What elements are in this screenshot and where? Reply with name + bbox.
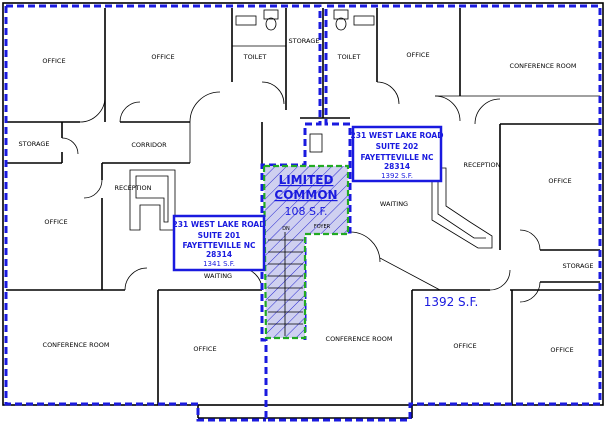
suite-boundaries xyxy=(4,4,602,422)
suite-201-sf: 1341 S.F. xyxy=(203,260,235,268)
room-reception-right: RECEPTION xyxy=(463,161,500,169)
room-office-1: OFFICE xyxy=(42,57,65,65)
common-label-line2: COMMON xyxy=(274,188,337,202)
room-conference-bottom-left: CONFERENCE ROOM xyxy=(43,341,110,349)
room-waiting-left: WAITING xyxy=(204,272,232,280)
foyer-label: FOYER xyxy=(314,224,331,230)
room-office-bottom-1: OFFICE xyxy=(193,345,216,353)
toilet-fixtures xyxy=(235,9,375,153)
room-office-bottom-3: OFFICE xyxy=(550,346,573,354)
common-label-sf: 108 S.F. xyxy=(284,205,327,218)
room-office-bottom-2: OFFICE xyxy=(453,342,476,350)
suite-202-box: 231 WEST LAKE ROAD SUITE 202 FAYETTEVILL… xyxy=(351,125,444,183)
suite-202-city: FAYETTEVILLE NC xyxy=(360,153,434,162)
stair-treads xyxy=(268,232,303,336)
room-toilet-2: TOILET xyxy=(337,53,361,61)
common-label-line1: LIMITED xyxy=(279,173,334,187)
room-waiting-center: WAITING xyxy=(380,200,408,208)
limited-common-area: LIMITED COMMON 108 S.F. DN FOYER xyxy=(262,164,350,340)
interior-walls xyxy=(6,8,600,405)
room-storage-left: STORAGE xyxy=(19,140,50,148)
room-labels: OFFICE OFFICE TOILET STORAGE TOILET OFFI… xyxy=(19,37,594,354)
room-office-left-mid: OFFICE xyxy=(44,218,67,226)
room-reception-left: RECEPTION xyxy=(114,184,151,192)
room-office-right-mid: OFFICE xyxy=(548,177,571,185)
suite-202-address: 231 WEST LAKE ROAD xyxy=(351,131,444,140)
suite-201-address: 231 WEST LAKE ROAD xyxy=(173,220,266,229)
suite-202-suite: SUITE 202 xyxy=(376,142,419,151)
stair-dn-label: DN xyxy=(282,226,290,232)
room-storage-right: STORAGE xyxy=(563,262,594,270)
room-office-2: OFFICE xyxy=(151,53,174,61)
room-conference-top-right: CONFERENCE ROOM xyxy=(510,62,577,70)
suite-201-suite: SUITE 201 xyxy=(198,231,241,240)
room-corridor: CORRIDOR xyxy=(131,141,167,149)
suite-202-zip: 28314 xyxy=(384,162,410,171)
suite-202-sf: 1392 S.F. xyxy=(381,172,413,180)
room-conference-bottom-center: CONFERENCE ROOM xyxy=(326,335,393,343)
large-sf-label: 1392 S.F. xyxy=(424,295,479,309)
room-storage-top: STORAGE xyxy=(289,37,320,45)
room-toilet-1: TOILET xyxy=(243,53,267,61)
suite-201-zip: 28314 xyxy=(206,250,232,259)
outer-walls xyxy=(2,2,604,419)
room-office-3: OFFICE xyxy=(406,51,429,59)
suite-201-box: 231 WEST LAKE ROAD SUITE 201 FAYETTEVILL… xyxy=(173,214,266,272)
suite-201-city: FAYETTEVILLE NC xyxy=(182,241,256,250)
